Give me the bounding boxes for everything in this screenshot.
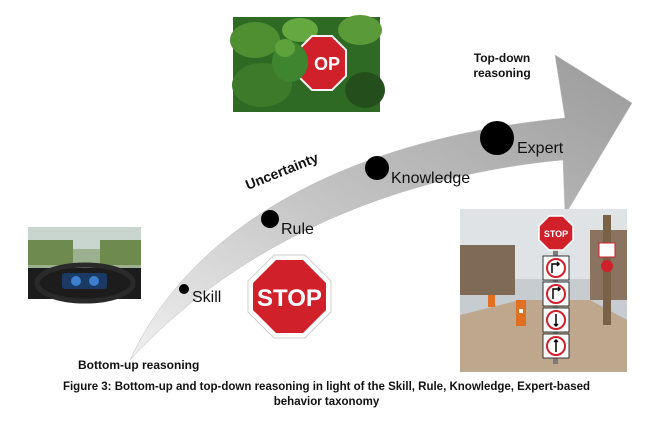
stage-label-skill: Skill: [192, 289, 222, 306]
bottom-up-label: Bottom-up reasoning: [78, 358, 200, 372]
small-stop-sign-text: STOP: [544, 229, 568, 239]
top-down-line1: Top-down: [473, 51, 531, 65]
rule-dot: [261, 210, 279, 228]
road-signs-photo: STOP: [460, 209, 627, 372]
top-down-label: Top-down reasoning: [462, 51, 542, 81]
stop-sign-text: STOP: [257, 285, 322, 312]
foliage-stop-sign-photo: OP: [230, 15, 385, 112]
skill-dot: [179, 284, 189, 294]
expert-dot: [480, 121, 514, 155]
dashboard-photo: [28, 227, 141, 304]
stage-label-knowledge: Knowledge: [391, 170, 471, 187]
caption-line2: behavior taxonomy: [273, 396, 380, 408]
top-down-line2: reasoning: [473, 66, 531, 80]
occluded-stop-text: OP: [314, 54, 340, 74]
stage-label-expert: Expert: [517, 140, 564, 157]
knowledge-dot: [365, 156, 389, 180]
figure-caption: Figure 3: Bottom-up and top-down reasoni…: [0, 380, 653, 410]
caption-line1: Figure 3: Bottom-up and top-down reasoni…: [62, 381, 591, 393]
stage-label-rule: Rule: [281, 221, 314, 238]
stop-sign: STOP: [247, 254, 332, 339]
